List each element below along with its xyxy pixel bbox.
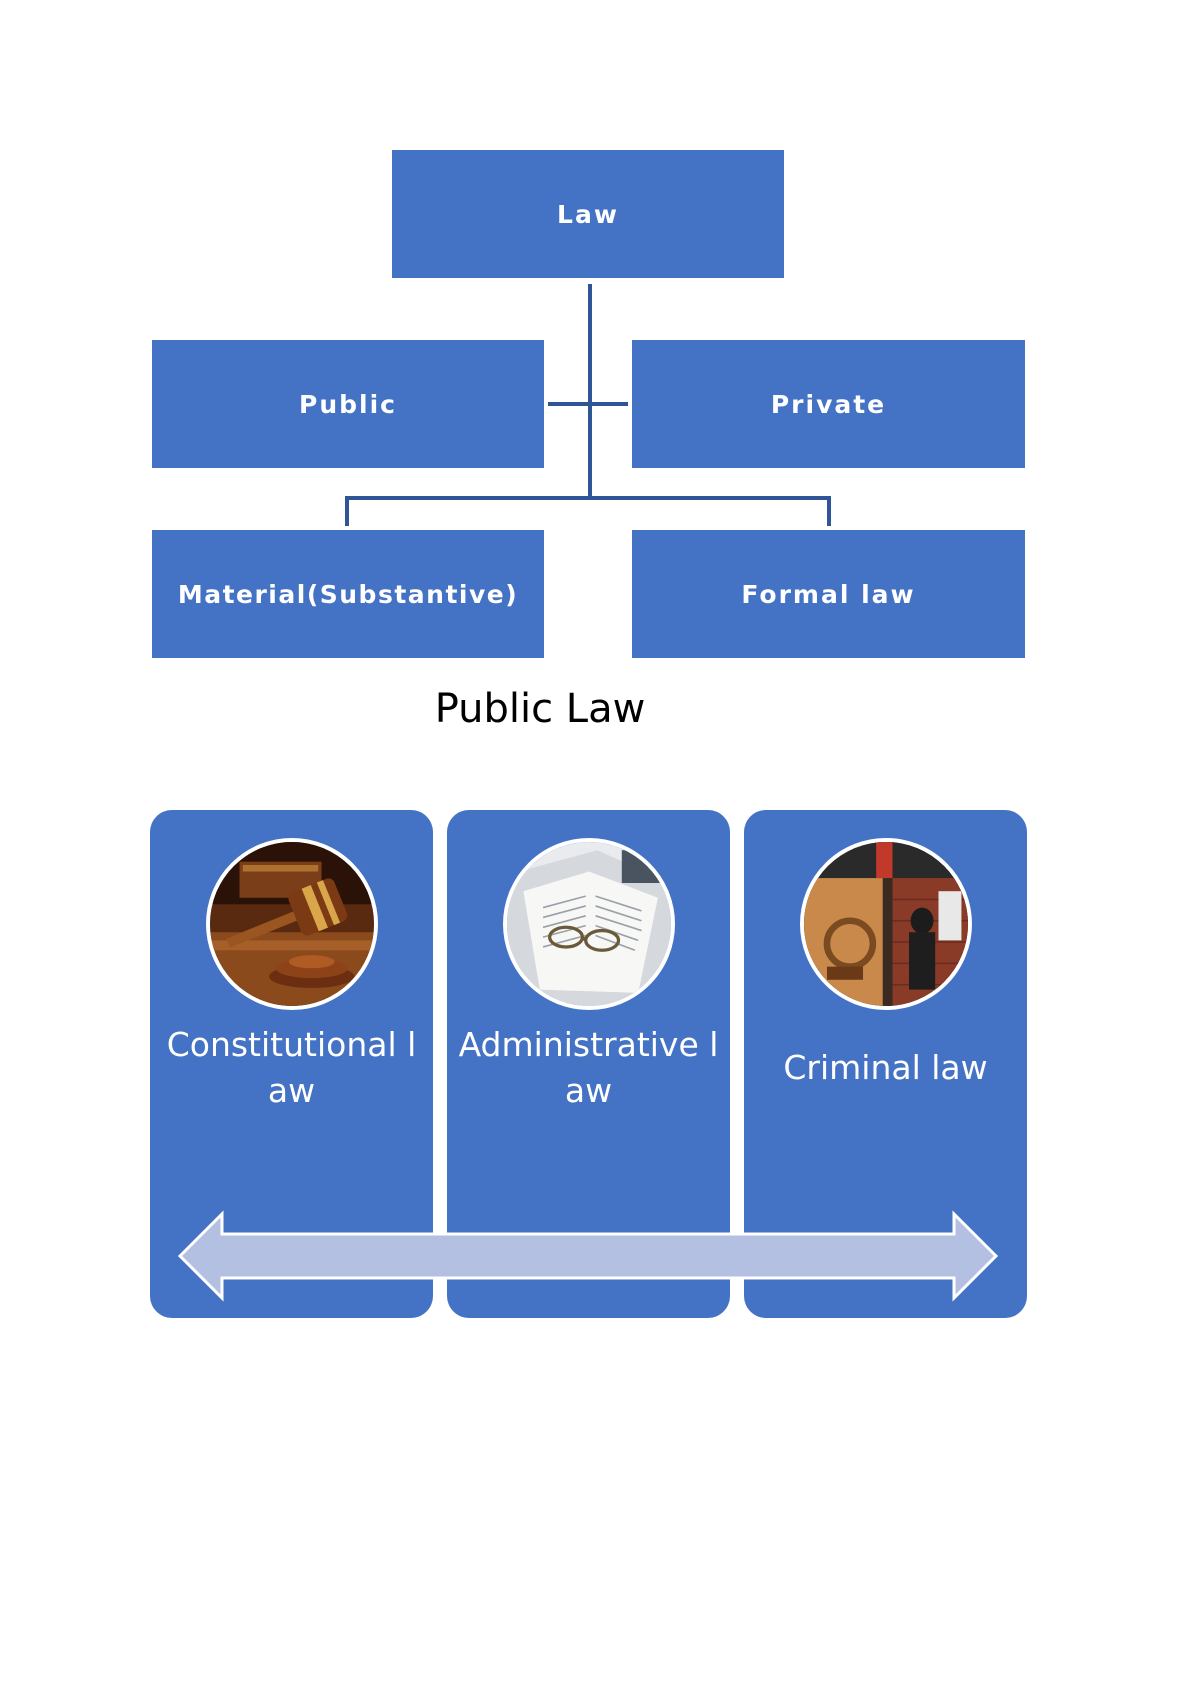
gavel-icon (206, 838, 378, 1010)
book-glasses-icon (503, 838, 675, 1010)
panel-label-administrative: Administrative law (458, 1025, 719, 1110)
section-title: Public Law (434, 686, 646, 732)
public-branch-box: Public (152, 340, 544, 468)
law-root-label: Law (557, 199, 619, 229)
private-branch-box: Private (632, 340, 1025, 468)
panel-label-constitutional: Constitutional law (166, 1025, 417, 1110)
criminal-collage-icon (800, 838, 972, 1010)
public-branch-label: Public (299, 389, 397, 419)
panel-criminal-law: Criminal law (744, 810, 1027, 1318)
formal-law-label: Formal law (741, 579, 916, 609)
private-branch-label: Private (770, 389, 887, 419)
panel-label-criminal: Criminal law (783, 1048, 988, 1087)
material-law-label: Material(Substantive) (177, 579, 519, 609)
material-law-box: Material(Substantive) (152, 530, 544, 658)
formal-law-box: Formal law (632, 530, 1025, 658)
law-root-box: Law (392, 150, 784, 278)
